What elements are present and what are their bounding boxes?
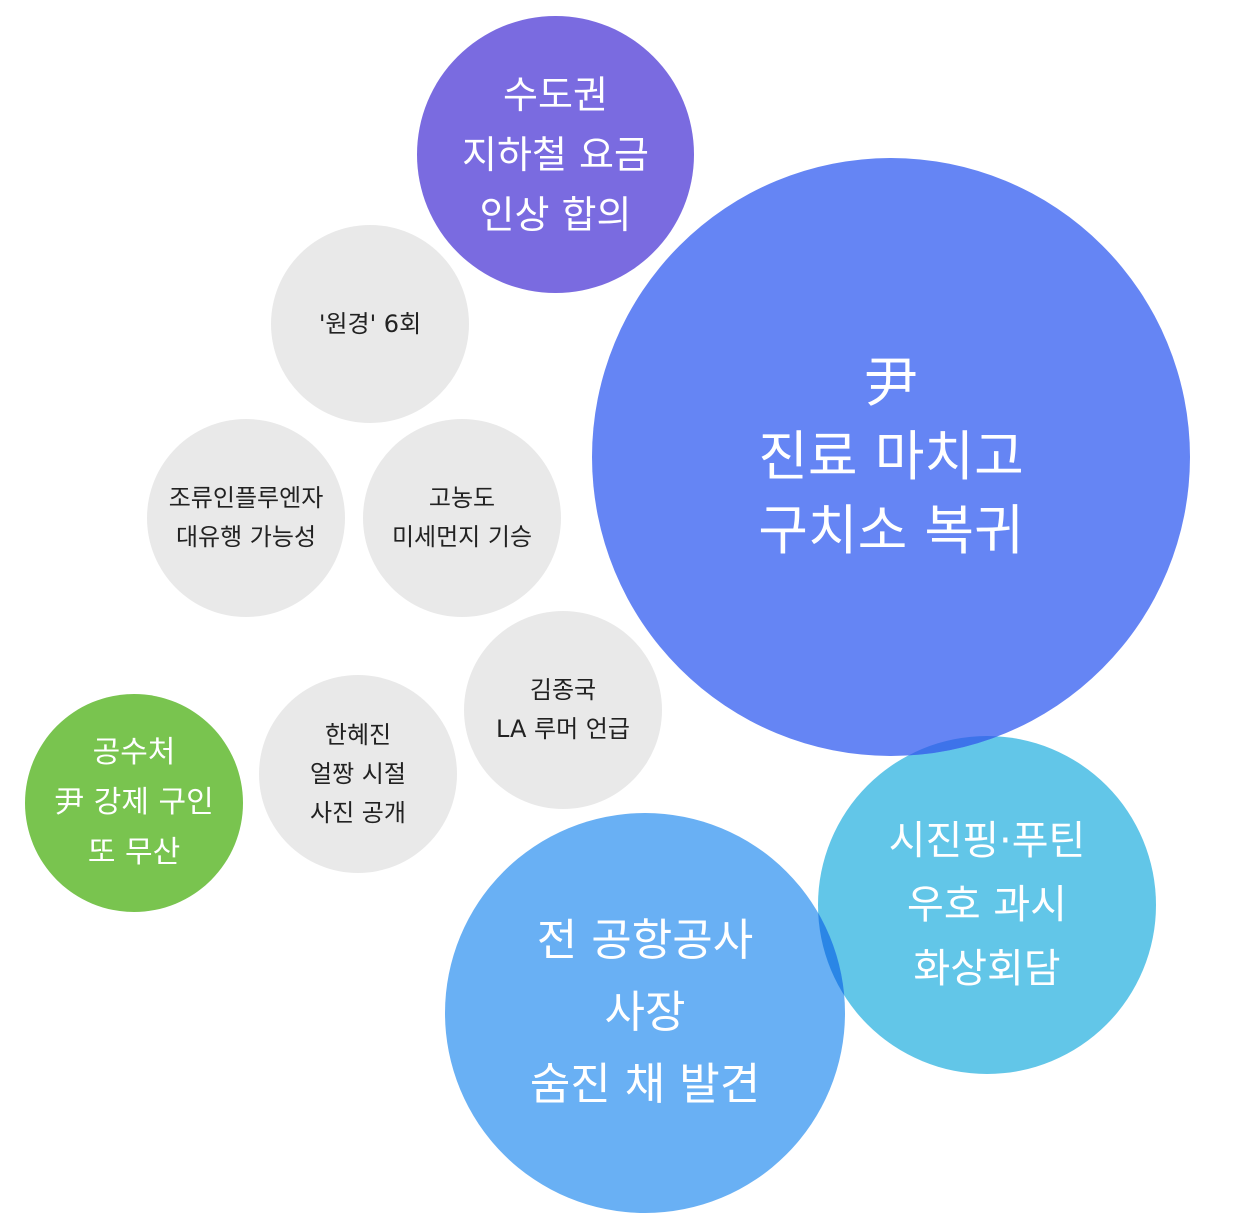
topic-line: '원경' 6회 [318, 309, 422, 338]
topic-line: 공수처 [92, 735, 176, 770]
topic-line: 대유행 가능성 [175, 523, 317, 551]
topic-bubble-wongyeong[interactable]: '원경' 6회 [271, 225, 469, 423]
topic-line: 고농도 [428, 484, 496, 512]
topic-line: 미세먼지 기승 [391, 523, 533, 551]
topic-bubble-avian-flu[interactable]: 조류인플루엔자 대유행 가능성 [147, 419, 345, 617]
topic-line: 조류인플루엔자 [168, 484, 324, 512]
topic-line: 수도권 [503, 72, 608, 117]
topic-bubble-yoon-return[interactable] [592, 158, 1190, 756]
topic-bubble-subway-fare[interactable]: 수도권 지하철 요금 인상 합의 [417, 16, 694, 293]
topic-line: 인상 합의 [479, 192, 632, 237]
topic-line: 얼짱 시절 [310, 759, 406, 788]
topic-line: 지하철 요금 [462, 132, 649, 177]
topic-line: LA 루머 언급 [496, 715, 630, 743]
topic-line: 尹 강제 구인 [54, 785, 214, 820]
topic-bubble-airport-ceo[interactable] [445, 813, 845, 1213]
topic-line: 사진 공개 [310, 798, 406, 827]
topic-line: 김종국 [529, 676, 597, 704]
topic-line: 또 무산 [87, 835, 181, 870]
topic-bubble-xi-putin[interactable] [818, 736, 1156, 1074]
topic-bubble-han-hyejin[interactable]: 한혜진 얼짱 시절 사진 공개 [259, 675, 457, 873]
topic-line: 한혜진 [324, 720, 392, 749]
topic-bubble-cio-arrest[interactable]: 공수처 尹 강제 구인 또 무산 [25, 694, 243, 912]
topic-bubble-kim-jongkook[interactable]: 김종국 LA 루머 언급 [464, 611, 662, 809]
topic-bubble-fine-dust[interactable]: 고농도 미세먼지 기승 [363, 419, 561, 617]
